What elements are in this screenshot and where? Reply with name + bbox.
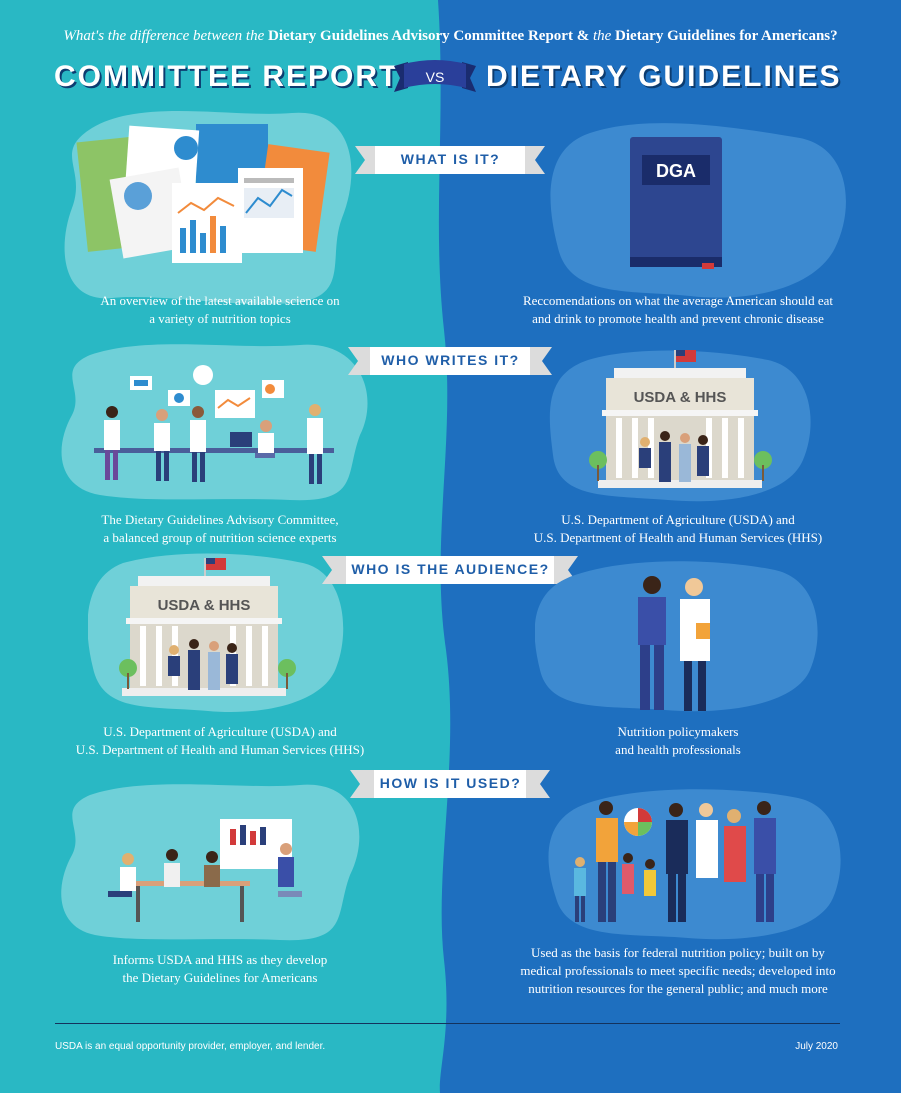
caption-committee-what: An overview of the latest available scie…	[100, 293, 340, 326]
committee-report-title: COMMITTEE REPORT	[54, 60, 400, 93]
footer-divider	[55, 1023, 840, 1024]
illustration-background-blob	[535, 561, 818, 712]
dga-book-icon: DGA	[630, 137, 722, 269]
vs-ribbon-icon: VS	[394, 60, 476, 92]
book-label: DGA	[656, 161, 696, 181]
dietary-guidelines-title: DIETARY GUIDELINES	[486, 60, 842, 93]
question-banner	[355, 146, 545, 174]
usda-hhs-building-icon: USDA & HHS	[119, 558, 296, 696]
reports-and-charts-icon	[76, 124, 330, 263]
group-of-people-icon	[574, 801, 776, 922]
question-banner	[348, 347, 552, 375]
policymaker-and-doctor-icon	[638, 576, 710, 711]
question-banner	[350, 770, 550, 798]
footer-equal-opportunity: USDA is an equal opportunity provider, e…	[55, 1041, 326, 1052]
caption-guidelines-what: Reccomendations on what the average Amer…	[522, 293, 834, 326]
building-label: USDA & HHS	[634, 389, 727, 406]
building-label: USDA & HHS	[158, 597, 251, 614]
question-banner	[322, 556, 578, 584]
question-who-writes-it: WHO WRITES IT?	[381, 352, 520, 368]
caption-committee-audience: U.S. Department of Agriculture (USDA) an…	[75, 724, 365, 757]
vs-label: VS	[426, 69, 445, 85]
scientists-lab-icon	[94, 365, 334, 484]
meeting-table-icon	[108, 819, 302, 922]
usda-hhs-building-icon: USDA & HHS	[589, 350, 772, 488]
footer-date: July 2020	[795, 1041, 838, 1052]
caption-guidelines-how-used: Used as the basis for federal nutrition …	[520, 945, 836, 996]
header-subtitle: What's the difference between the Dietar…	[63, 28, 838, 44]
caption-committee-who-writes: The Dietary Guidelines Advisory Committe…	[101, 512, 339, 545]
question-what-is-it: WHAT IS IT?	[400, 151, 501, 167]
caption-guidelines-who-writes: U.S. Department of Agriculture (USDA) an…	[533, 512, 823, 545]
question-who-is-the-audience: WHO IS THE AUDIENCE?	[351, 561, 550, 577]
question-how-is-it-used: HOW IS IT USED?	[379, 775, 522, 791]
